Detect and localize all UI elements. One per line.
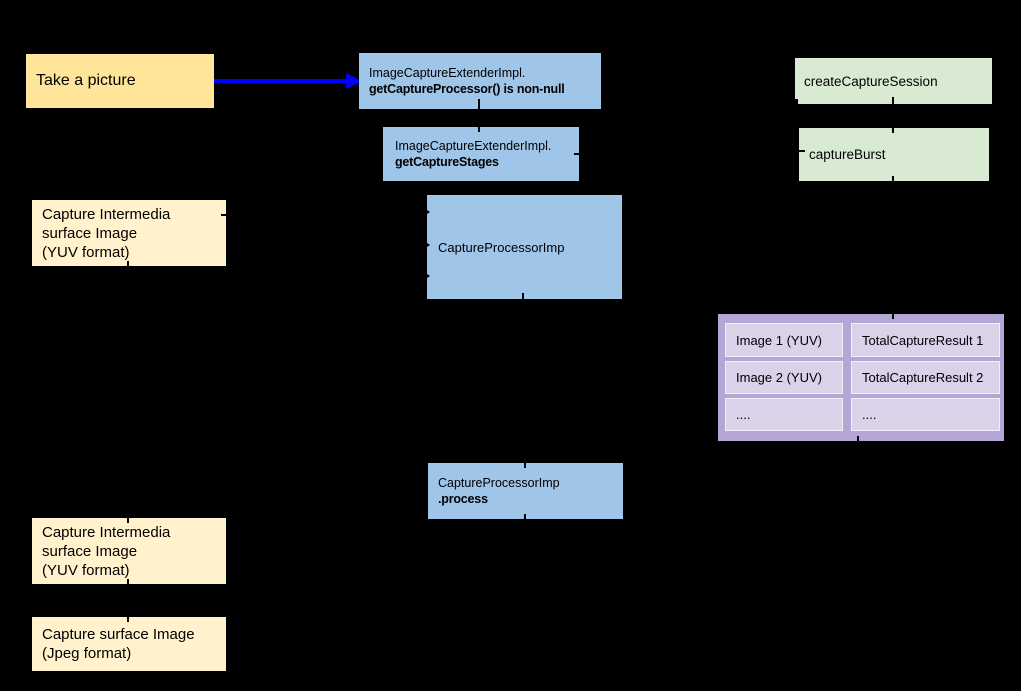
node-capture-intermedia-yuv-1: Capture Intermedia surface Image (YUV fo…: [32, 200, 226, 266]
node-capture-intermedia-yuv-2: Capture Intermedia surface Image (YUV fo…: [32, 518, 226, 584]
node-process-call: CaptureProcessorImp .process: [428, 463, 623, 519]
node-take-a-picture: Take a picture: [26, 54, 214, 108]
connector-remnant: [221, 214, 226, 216]
node-label-line2: surface Image: [42, 224, 138, 242]
connector-remnant: [127, 617, 129, 622]
node-label-line2: getCaptureProcessor() is non-null: [369, 82, 565, 96]
node-label-line1: Capture surface Image: [42, 626, 195, 643]
node-label-line2: getCaptureStages: [395, 155, 499, 169]
table-cell-image-2: Image 2 (YUV): [725, 361, 843, 394]
connector-remnant: [892, 314, 894, 319]
connector-remnant: [892, 176, 894, 181]
node-label-line1: CaptureProcessorImp: [438, 476, 560, 490]
table-cell-result-2: TotalCaptureResult 2: [851, 361, 1000, 394]
node-label-line3: (YUV format): [42, 243, 130, 261]
node-label-line2: .process: [438, 492, 488, 506]
node-get-capture-stages: ImageCaptureExtenderImpl. getCaptureStag…: [383, 127, 579, 181]
node-label-line3: (YUV format): [42, 561, 130, 579]
node-label-line2: (Jpeg format): [42, 645, 132, 662]
connector-remnant: [799, 150, 805, 152]
connector-remnant: [524, 463, 526, 468]
connector-remnant: [857, 436, 859, 441]
connector-remnant: [127, 579, 129, 584]
node-label-line1: ImageCaptureExtenderImpl.: [395, 139, 552, 153]
connector-remnant: [524, 514, 526, 519]
connector-remnant: [892, 128, 894, 133]
flow-arrow-line: [214, 79, 348, 83]
connector-remnant: [522, 293, 524, 299]
connector-remnant: [574, 153, 580, 155]
connector-arrowhead-icon: [424, 241, 430, 249]
connector-arrowhead-icon: [424, 272, 430, 280]
connector-remnant: [794, 99, 798, 104]
capture-results-table: Image 1 (YUV) TotalCaptureResult 1 Image…: [718, 314, 1004, 441]
node-label-line1: Capture Intermedia: [42, 205, 171, 223]
node-label-line1: Capture Intermedia: [42, 523, 171, 541]
node-label: captureBurst: [809, 147, 886, 162]
flow-arrow-head-icon: [346, 73, 362, 89]
node-capture-surface-jpeg: Capture surface Image (Jpeg format): [32, 617, 226, 671]
table-cell-image-1: Image 1 (YUV): [725, 323, 843, 357]
connector-remnant: [478, 99, 480, 110]
connector-remnant: [127, 261, 129, 266]
node-label-line1: ImageCaptureExtenderImpl.: [369, 66, 526, 80]
node-label: CaptureProcessorImp: [438, 239, 565, 255]
connector-remnant: [892, 97, 894, 104]
node-label: Take a picture: [36, 72, 136, 89]
connector-arrowhead-icon: [424, 208, 430, 216]
table-cell-result-1: TotalCaptureResult 1: [851, 323, 1000, 357]
node-label-line2: surface Image: [42, 542, 138, 560]
connector-remnant: [478, 127, 480, 132]
table-cell-image-more: ....: [725, 398, 843, 431]
table-cell-result-more: ....: [851, 398, 1000, 431]
connector-remnant: [127, 518, 129, 523]
node-get-capture-processor: ImageCaptureExtenderImpl. getCaptureProc…: [359, 53, 601, 109]
node-label: createCaptureSession: [804, 73, 938, 89]
node-create-capture-session: createCaptureSession: [795, 58, 992, 104]
node-capture-burst: captureBurst: [799, 128, 989, 181]
node-capture-processor-imp: CaptureProcessorImp: [427, 195, 622, 299]
